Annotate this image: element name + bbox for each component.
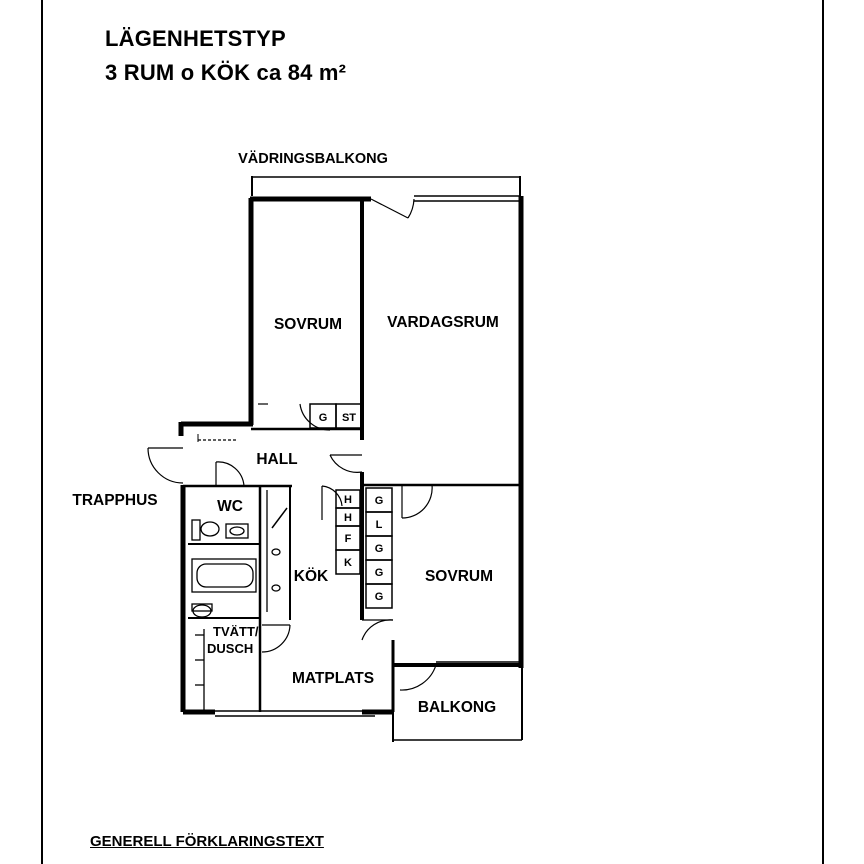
closet-letter: H — [344, 512, 352, 524]
wc-toilet-icon — [191, 519, 220, 541]
shower-toilet-icon — [191, 603, 213, 618]
label-matplats: MATPLATS — [292, 670, 374, 687]
closet-letter: F — [345, 533, 352, 545]
kitchen-counter-icon — [266, 490, 288, 612]
doors — [147, 198, 437, 691]
room-labels: VÄDRINGSBALKONG SOVRUM VARDAGSRUM HALL T… — [72, 150, 498, 716]
kitchen-closets — [335, 489, 361, 575]
label-trapphus: TRAPPHUS — [72, 492, 157, 509]
frame-left-line — [41, 0, 43, 864]
label-vadringsbalkong: VÄDRINGSBALKONG — [238, 150, 388, 167]
hall-wardrobe-rail — [197, 434, 236, 442]
frame-right-line — [822, 0, 824, 864]
apartment-type-title: LÄGENHETSTYP — [105, 26, 286, 51]
wc-sink-icon — [225, 523, 249, 539]
closet-letter: G — [375, 543, 384, 555]
closet-letter: G — [375, 591, 384, 603]
label-vardagsrum: VARDAGSRUM — [387, 314, 499, 331]
apartment-size-title: 3 RUM o KÖK ca 84 m² — [105, 60, 347, 85]
label-tvatt-line1: TVÄTT/ — [213, 624, 259, 639]
closet-letter: L — [376, 519, 383, 531]
legend-title: GENERELL FÖRKLARINGSTEXT — [90, 833, 324, 850]
label-balkong: BALKONG — [418, 699, 496, 716]
closet-letter: G — [375, 567, 384, 579]
ventilation-balcony — [251, 176, 521, 198]
label-kok: KÖK — [294, 568, 329, 585]
hall-closets — [309, 403, 363, 429]
label-hall: HALL — [256, 451, 297, 468]
closet-letter: G — [319, 412, 328, 424]
interior-walls — [183, 199, 521, 712]
closet-letter: G — [375, 495, 384, 507]
label-sovrum-bottom: SOVRUM — [425, 568, 493, 585]
label-tvatt-line2: DUSCH — [207, 641, 253, 656]
closet-letter: K — [344, 557, 352, 569]
balcony — [392, 668, 523, 742]
label-wc: WC — [217, 498, 243, 515]
label-sovrum-top: SOVRUM — [274, 316, 342, 333]
washer-icon — [195, 629, 205, 712]
closet-letters: G ST H H F K G L G G G — [319, 412, 384, 603]
bedroom-closets — [365, 487, 393, 609]
closet-letter: H — [344, 494, 352, 506]
bathtub-icon — [191, 558, 257, 593]
closet-letter: ST — [342, 412, 356, 424]
